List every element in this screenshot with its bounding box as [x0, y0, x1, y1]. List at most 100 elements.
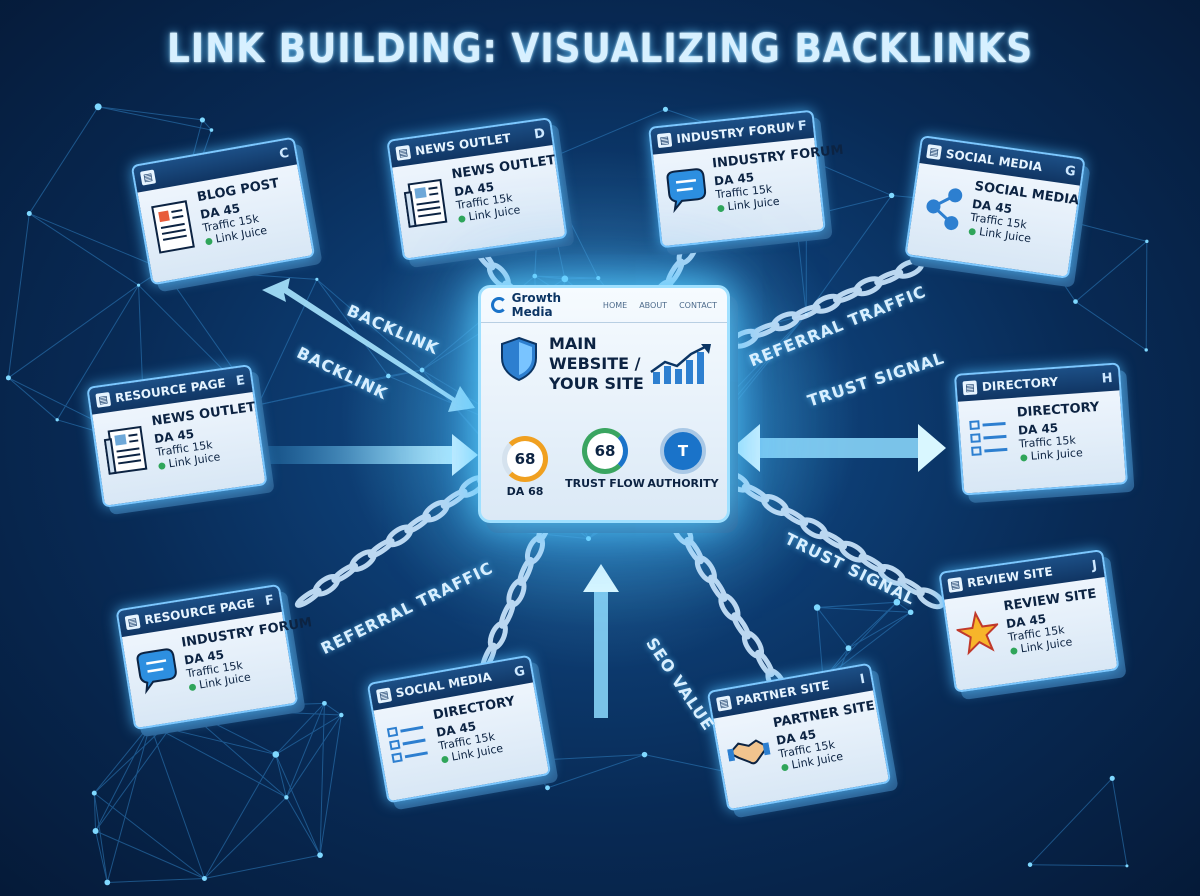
chat-bubble-icon: [666, 168, 707, 214]
network-node: [545, 785, 550, 791]
network-node: [26, 211, 32, 217]
chain-link: [331, 562, 359, 584]
network-node: [315, 277, 319, 281]
nav-contact[interactable]: CONTACT: [679, 300, 717, 310]
nav-about[interactable]: ABOUT: [639, 300, 668, 310]
page-icon: ▤: [395, 145, 412, 161]
arrow-seo-value: [583, 564, 619, 718]
metric-authority-label: AUTHORITY: [647, 477, 719, 490]
chain-link: [707, 574, 728, 602]
trust-flow-ring: 68: [582, 428, 628, 474]
network-node: [1109, 775, 1115, 781]
metric-da: 68 DA 68: [495, 436, 555, 498]
network-node: [1027, 862, 1033, 867]
card-letter: G: [513, 663, 527, 680]
page-icon: ▤: [715, 695, 733, 712]
network-node: [907, 609, 914, 616]
card-letter: J: [1091, 557, 1098, 574]
chain-link: [894, 258, 925, 279]
brand-logo: Growth Media: [491, 291, 603, 319]
chain-link: [780, 507, 809, 527]
chat-bubble-icon: [136, 648, 177, 695]
network-node: [92, 828, 99, 834]
chain-link: [684, 536, 704, 565]
network-node: [55, 418, 59, 422]
network-node: [202, 876, 207, 881]
page-icon: ▤: [962, 380, 978, 396]
chain-link: [754, 649, 775, 678]
network-node: [888, 192, 895, 199]
chain-link: [440, 488, 468, 510]
card-letter: E: [235, 372, 246, 389]
card-letter: F: [263, 592, 276, 609]
chain-link: [517, 556, 535, 586]
page-icon: ▤: [947, 577, 964, 593]
handshake-icon: [727, 739, 771, 765]
main-site-title: MAIN WEBSITE / YOUR SITE: [549, 334, 644, 393]
page-icon: ▤: [139, 169, 157, 186]
arrow-resource-to-main: [262, 434, 478, 476]
network-node: [662, 106, 669, 112]
newspaper-icon: [403, 178, 448, 228]
network-node: [136, 283, 141, 287]
network-node: [1125, 864, 1129, 868]
growth-logo-icon: [491, 297, 507, 313]
metric-authority: T AUTHORITY: [645, 428, 721, 490]
list-icon: [969, 420, 1008, 456]
metric-trust-flow: 68 TRUST FLOW: [565, 428, 645, 490]
trend-chart-icon: [650, 344, 711, 384]
chain-link: [916, 587, 945, 610]
list-icon: [386, 725, 428, 763]
network-node: [209, 128, 214, 132]
arrow-blog-to-main: [262, 278, 475, 412]
chain-link: [874, 269, 904, 286]
card-letter: C: [278, 145, 291, 162]
network-node: [1145, 239, 1149, 243]
network-node: [813, 604, 821, 611]
chain-link: [832, 286, 863, 304]
chain-link: [294, 587, 322, 608]
network-node: [104, 879, 111, 886]
network-node: [199, 117, 205, 123]
network-node: [5, 375, 11, 381]
card-letter: D: [533, 125, 546, 142]
page-icon: ▤: [95, 392, 112, 408]
page-icon: ▤: [124, 614, 141, 631]
card-letter: I: [858, 671, 867, 687]
network-node: [94, 103, 102, 111]
network-node: [339, 712, 344, 718]
chain-link: [741, 483, 770, 503]
chain-link: [819, 530, 848, 550]
page-title: LINK BUILDING: VISUALIZING BACKLINKS: [166, 26, 1034, 72]
share-icon: [926, 188, 963, 231]
document-icon: [151, 200, 195, 254]
network-node: [893, 598, 901, 606]
shield-icon: [501, 336, 537, 382]
da-ring: 68: [502, 436, 548, 482]
newspaper-icon: [103, 425, 148, 475]
chain-link: [498, 599, 516, 629]
star-icon: [954, 610, 1001, 656]
card-letter: H: [1101, 370, 1114, 387]
nav-home[interactable]: HOME: [602, 300, 628, 310]
card-letter: G: [1064, 162, 1077, 180]
network-node: [256, 403, 260, 407]
chain-link: [731, 612, 752, 640]
page-icon: ▤: [926, 144, 942, 160]
chain-link: [858, 553, 886, 573]
chain-link: [367, 538, 395, 559]
network-node: [284, 795, 289, 800]
page-icon: ▤: [656, 132, 673, 149]
card-header-label: DIRECTORY: [981, 374, 1059, 395]
main-website-card[interactable]: Growth Media HOME ABOUT CONTACT MAIN WEB…: [478, 285, 730, 523]
